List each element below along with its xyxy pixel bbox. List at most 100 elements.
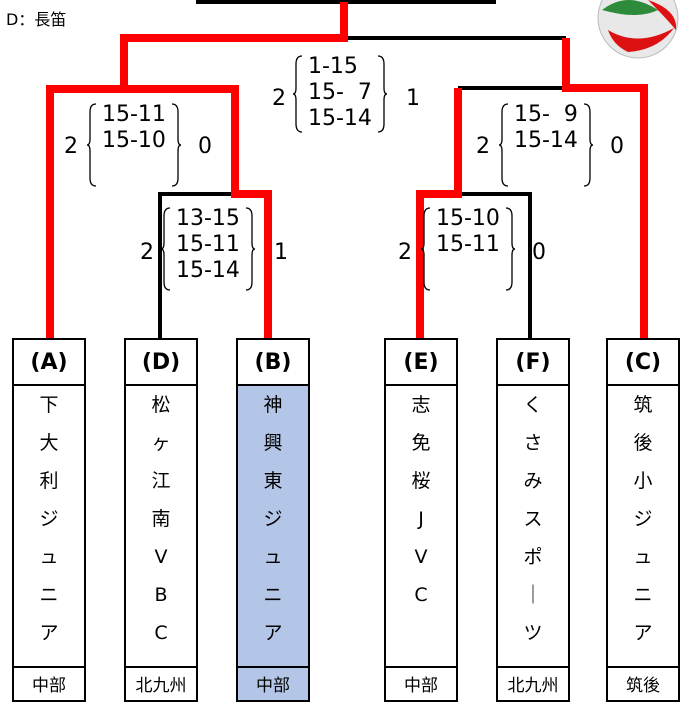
final-set-1: 1-15 (308, 54, 358, 79)
right-first-set-1: 15-10 (436, 206, 500, 231)
team-name-char: V (414, 546, 428, 568)
team-box-d: (D) 松 ヶ 江 南 V B C 北九州 (124, 338, 198, 702)
left-semi-set-2: 15-10 (102, 128, 166, 153)
team-letter: (B) (238, 340, 308, 386)
team-name-char: ア (263, 622, 283, 644)
team-name-char: ュ (263, 546, 283, 568)
team-name-char: み (523, 470, 543, 492)
team-name-char: ア (39, 622, 59, 644)
team-name-char: 江 (151, 470, 171, 492)
right-first-right-sets: 0 (532, 240, 546, 265)
team-name: く さ み ス ポ ｜ ツ (498, 386, 568, 668)
team-box-f: (F) く さ み ス ポ ｜ ツ 北九州 (496, 338, 570, 702)
left-first-scores: 13-15 15-11 15-14 (160, 206, 256, 292)
team-box-b: (B) 神 興 東 ジ ュ ニ ア 中部 (236, 338, 310, 702)
right-semi-scores: 15- 9 15-14 (498, 102, 594, 188)
team-letter: (D) (126, 340, 196, 386)
brace-left-icon (420, 207, 431, 291)
team-box-c: (C) 筑 後 小 ジ ュ ニ ア 筑後 (606, 338, 680, 702)
team-name-char: ス (523, 508, 543, 530)
right-semi-set-2: 15-14 (514, 128, 578, 153)
left-first-right-sets: 1 (274, 240, 288, 265)
brace-left-icon (292, 55, 303, 133)
right-first-set-2: 15-11 (436, 232, 500, 257)
team-letter: (C) (608, 340, 678, 386)
left-semi-set-1: 15-11 (102, 102, 166, 127)
brace-right-icon (171, 103, 182, 187)
team-name-char: さ (523, 432, 543, 454)
brace-right-icon (245, 207, 256, 291)
left-semi-right-sets: 0 (198, 134, 212, 159)
team-name-char: ツ (523, 622, 543, 644)
left-first-black (158, 192, 235, 338)
team-name-char: C (414, 584, 428, 606)
team-region: 中部 (256, 675, 290, 696)
team-name-char: 小 (633, 470, 653, 492)
right-first-scores: 15-10 15-11 (420, 206, 516, 292)
brace-left-icon (86, 103, 97, 187)
winner-path-C (562, 38, 648, 338)
right-first-black (458, 192, 532, 338)
team-name-char: ｜ (523, 584, 543, 606)
final-right-sets: 1 (406, 86, 420, 111)
team-name-char: B (154, 584, 168, 606)
team-name-char: J (418, 508, 424, 530)
brace-right-icon (505, 207, 516, 291)
winner-path-B (120, 2, 348, 338)
team-name-char: 後 (633, 432, 653, 454)
team-name-char: 桜 (411, 470, 431, 492)
team-name-char: 利 (39, 470, 59, 492)
brace-right-icon (377, 55, 388, 133)
team-name-char: ュ (633, 546, 653, 568)
team-name-char: 南 (151, 508, 171, 530)
team-name-char: ニ (263, 584, 283, 606)
team-name: 志 免 桜 J V C (386, 386, 456, 668)
team-name-char: C (154, 622, 168, 644)
right-semi-set-1: 15- 9 (514, 102, 578, 127)
team-region: 北九州 (135, 675, 187, 696)
final-set-3: 15-14 (308, 106, 372, 131)
team-name-char: 志 (411, 394, 431, 416)
team-name-char: く (523, 394, 543, 416)
venue-note: D：長笛 (6, 10, 67, 29)
team-name: 松 ヶ 江 南 V B C (126, 386, 196, 668)
team-name-char: V (154, 546, 168, 568)
team-name-char: 大 (39, 432, 59, 454)
team-name-char: ヶ (151, 432, 171, 454)
left-first-set-2: 15-11 (176, 232, 240, 257)
team-name: 神 興 東 ジ ュ ニ ア (238, 386, 308, 668)
team-letter: (A) (14, 340, 84, 386)
right-semi-right-sets: 0 (610, 134, 624, 159)
brace-left-icon (160, 207, 171, 291)
brace-right-icon (583, 103, 594, 187)
right-semi-left-sets: 2 (476, 134, 490, 159)
team-name-char: 下 (39, 394, 59, 416)
team-box-a: (A) 下 大 利 ジ ュ ニ ア 中部 (12, 338, 86, 702)
team-box-e: (E) 志 免 桜 J V C 中部 (384, 338, 458, 702)
final-scores: 1-15 15- 7 15-14 (292, 54, 388, 134)
team-region: 筑後 (626, 675, 660, 696)
winner-path-A (46, 85, 124, 338)
team-name-char: ポ (523, 546, 543, 568)
team-name: 筑 後 小 ジ ュ ニ ア (608, 386, 678, 668)
team-name-char: ニ (633, 584, 653, 606)
team-name-char: 東 (263, 470, 283, 492)
team-region: 中部 (32, 675, 66, 696)
team-name-char: 松 (151, 394, 171, 416)
team-name-char: 神 (263, 394, 283, 416)
team-letter: (F) (498, 340, 568, 386)
team-region: 北九州 (507, 675, 559, 696)
team-name-char: ジ (263, 508, 283, 530)
left-first-left-sets: 2 (140, 240, 154, 265)
left-semi-left-sets: 2 (64, 134, 78, 159)
left-first-set-1: 13-15 (176, 206, 240, 231)
team-region: 中部 (404, 675, 438, 696)
team-name-char: ア (633, 622, 653, 644)
final-left-sets: 2 (272, 86, 286, 111)
team-name-char: ジ (39, 508, 59, 530)
left-first-set-3: 15-14 (176, 258, 240, 283)
team-name-char: 興 (263, 432, 283, 454)
right-first-left-sets: 2 (398, 240, 412, 265)
team-name-char: ジ (633, 508, 653, 530)
team-name-char: ュ (39, 546, 59, 568)
